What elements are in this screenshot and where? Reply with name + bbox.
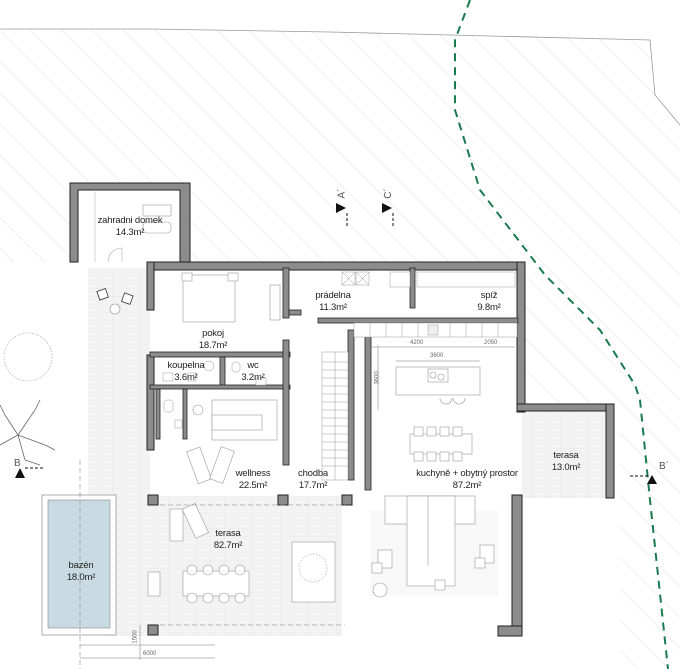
section-marks <box>15 203 657 484</box>
room-label-bazen: bazén 18.0m² <box>66 560 96 583</box>
laundry-fixtures <box>341 271 516 288</box>
terrace-furniture <box>147 503 336 604</box>
columns <box>147 494 353 636</box>
room-label-spiz: spíž 9.8m² <box>477 290 501 313</box>
dimension-lines <box>80 345 515 660</box>
section-label-b-left: B <box>14 458 21 469</box>
staircase <box>321 351 349 481</box>
room-label-kuchyne: kuchyně + obytný prostor 87.2m² <box>416 468 518 491</box>
pool <box>41 494 117 636</box>
room-label-terasa-south: terasa 82.7m² <box>213 528 243 551</box>
bath-fixtures <box>162 360 267 429</box>
dim-1500: 1500 <box>132 630 139 644</box>
garden-house <box>69 182 191 263</box>
dim-island-3600: 3600 <box>430 353 444 359</box>
kitchen-counter <box>353 322 518 338</box>
interior-walls <box>149 267 519 491</box>
dim-6000: 6000 <box>143 651 157 657</box>
dining-table-kitchen <box>409 426 473 462</box>
tree-deciduous <box>0 399 56 466</box>
guide-lines <box>79 460 345 669</box>
property-boundary-line <box>454 0 669 669</box>
dim-kitchen-depth-3600: 3600 <box>374 371 381 385</box>
section-label-c: C´ <box>382 188 394 199</box>
room-label-pokoj: pokoj 18.7m² <box>198 328 228 351</box>
room-label-pradelna: prádelna 11.3m² <box>315 290 351 313</box>
paving-terrace-east <box>522 410 610 498</box>
paving-west <box>88 268 150 496</box>
section-label-b-right: B´ <box>659 461 669 472</box>
section-label-a: A´ <box>336 188 348 199</box>
room-label-zahradni-domek: zahradni domek 14.3m² <box>97 215 163 238</box>
bedroom-furniture <box>181 272 281 323</box>
room-label-chodba: chodba 17.7m² <box>298 468 328 491</box>
room-label-wc: wc 3.2m² <box>241 360 265 383</box>
dim-kitchen-2050: 2050 <box>484 340 498 346</box>
kitchen-island <box>395 366 481 405</box>
patio-chairs <box>96 288 134 315</box>
tree-shrub <box>3 332 53 382</box>
wellness-furniture <box>186 399 278 485</box>
dim-kitchen-4200: 4200 <box>410 340 424 346</box>
room-label-terasa-east: terasa 13.0m² <box>551 450 581 473</box>
living-area-furniture <box>370 495 498 598</box>
exterior-walls <box>146 261 615 637</box>
room-label-wellness: wellness 22.5m² <box>235 468 271 491</box>
room-label-koupelna: koupelna 3.6m² <box>167 360 205 383</box>
garden-hatch-area <box>0 28 680 669</box>
